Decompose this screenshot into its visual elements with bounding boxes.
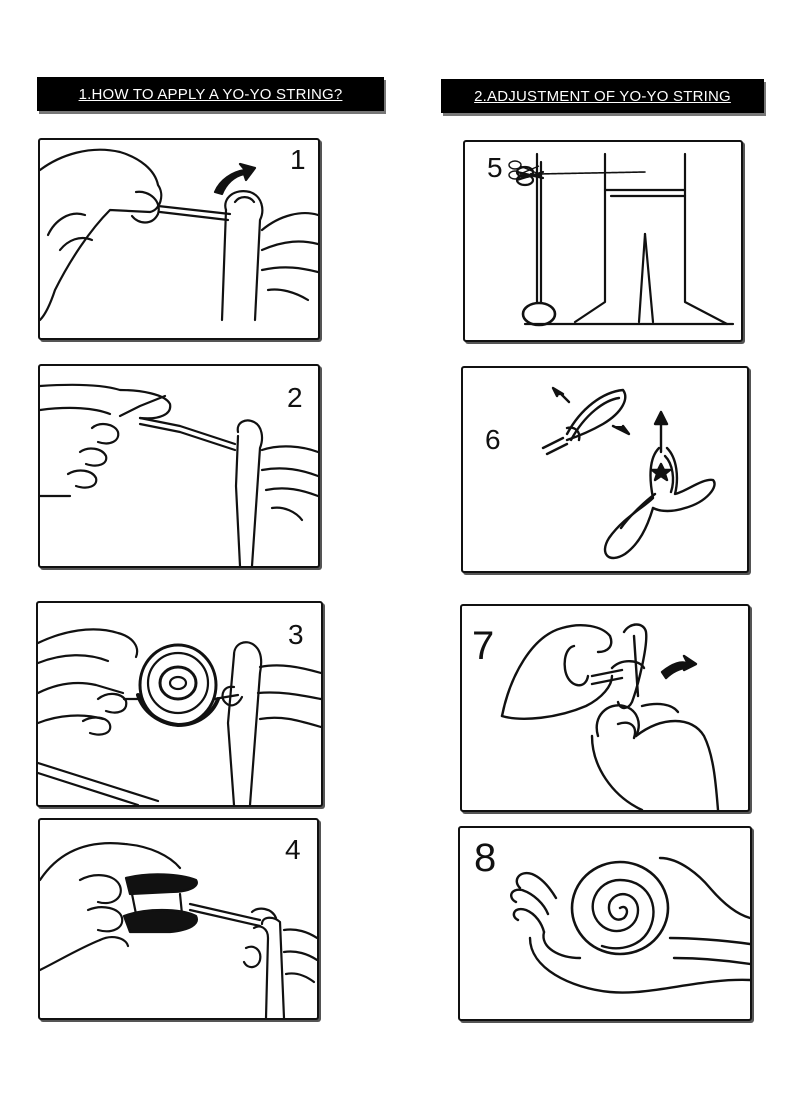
string-length-measurement-illustration <box>465 142 741 340</box>
section-title-apply: 1.HOW TO APPLY A YO-YO STRING? <box>78 85 343 103</box>
step-7-panel: 7 <box>460 604 750 812</box>
step-number-4: 4 <box>285 834 301 865</box>
scissors-icon <box>507 156 541 184</box>
step-number-1: 1 <box>290 144 306 175</box>
hands-stretching-string-illustration <box>40 366 318 566</box>
step-number-7: 7 <box>472 624 495 668</box>
section-header-apply-string: 1.HOW TO APPLY A YO-YO STRING? <box>37 77 384 111</box>
hands-tightening-loop-illustration <box>462 606 748 810</box>
step-number-3: 3 <box>288 619 304 650</box>
step-5-panel: 5 <box>463 140 743 342</box>
step-number-8: 8 <box>474 836 497 880</box>
step-2-panel: 2 <box>38 364 320 568</box>
step-6-panel: 6 <box>461 366 749 573</box>
step-number-6: 6 <box>485 424 501 455</box>
hand-holding-wound-yoyo-illustration <box>460 828 750 1019</box>
section-header-adjust-string: 2.ADJUSTMENT OF YO-YO STRING <box>441 79 764 113</box>
step-3-panel: 3 <box>36 601 323 807</box>
section-title-adjust: 2.ADJUSTMENT OF YO-YO STRING <box>474 87 731 105</box>
hand-holding-threaded-yoyo-illustration <box>40 820 317 1018</box>
step-1-panel: 1 <box>38 138 320 340</box>
step-8-panel: 8 <box>458 826 752 1021</box>
hands-untwisting-string-illustration <box>40 140 318 338</box>
step-number-2: 2 <box>287 382 303 413</box>
step-4-panel: 4 <box>38 818 319 1020</box>
slip-knot-loop-illustration <box>463 368 747 571</box>
hands-threading-yoyo-illustration <box>38 603 321 805</box>
step-number-5: 5 <box>487 152 503 183</box>
